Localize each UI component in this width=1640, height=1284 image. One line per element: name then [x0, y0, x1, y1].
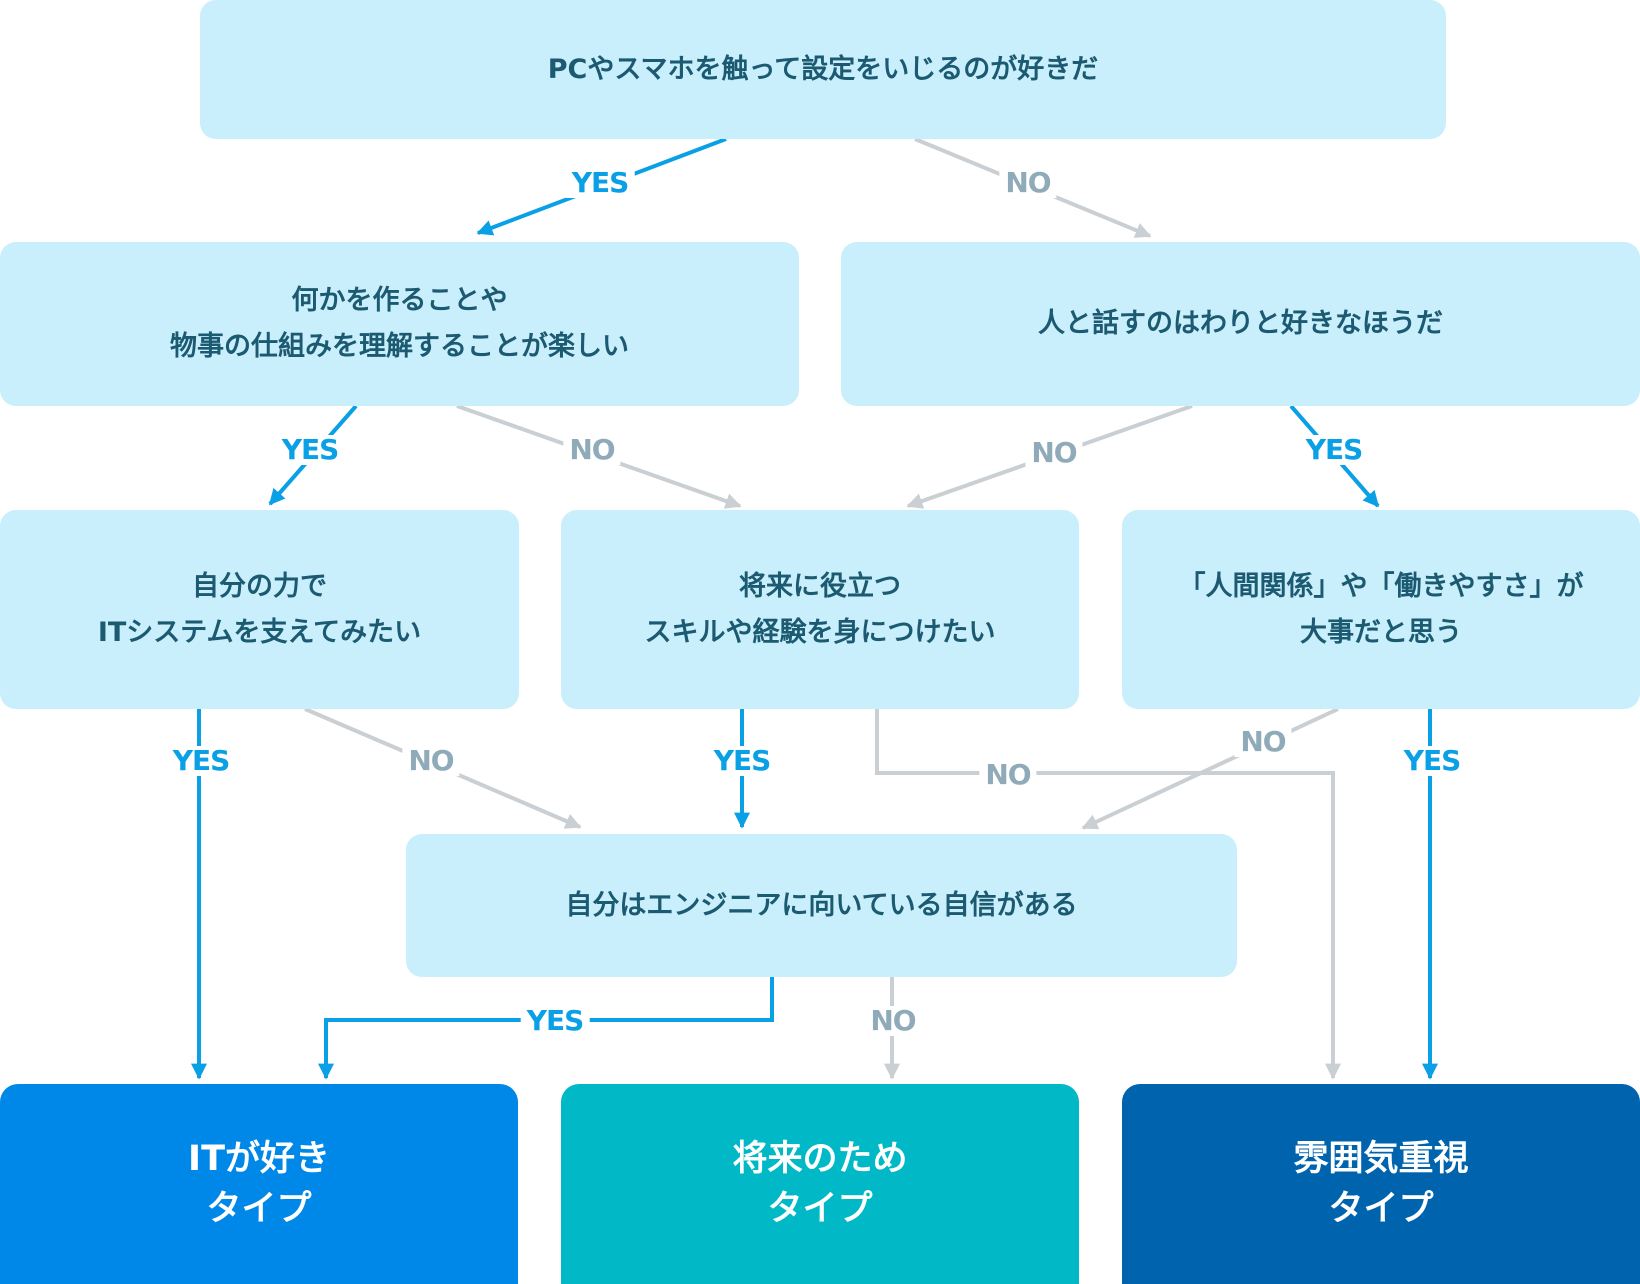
result-future-line: 将来のため [732, 1139, 908, 1179]
question-q1-line: PCやスマホを触って設定をいじるのが好きだ [547, 53, 1099, 85]
question-q5-line: スキルや経験を身につけたい [644, 616, 996, 648]
edge-label-yes: YES [707, 746, 777, 776]
question-q2: 何かを作ることや 物事の仕組みを理解することが楽しい [0, 242, 799, 406]
edge-q6-q7-no [1081, 707, 1339, 830]
question-q3: 人と話すのはわりと好きなほうだ [841, 242, 1640, 406]
edge-label-no: NO [1025, 438, 1083, 468]
edge-label-no: NO [402, 746, 460, 776]
result-it-line: ITが好き [188, 1139, 330, 1179]
question-q3-line: 人と話すのはわりと好きなほうだ [1038, 308, 1443, 339]
question-q2-line: 物事の仕組みを理解することが楽しい [170, 331, 629, 362]
result-mood-line: 雰囲気重視 [1293, 1139, 1469, 1179]
question-q6-line: 「人間関係」や「働きやすさ」が [1178, 570, 1584, 602]
result-mood-line: タイプ [1328, 1189, 1434, 1229]
question-q1: PCやスマホを触って設定をいじるのが好きだ [200, 0, 1446, 139]
edge-label-yes: YES [520, 1006, 590, 1036]
question-q2-line: 何かを作ることや [291, 285, 508, 316]
question-q4: 自分の力で ITシステムを支えてみたい [0, 510, 519, 709]
question-q6: 「人間関係」や「働きやすさ」が 大事だと思う [1122, 510, 1640, 709]
question-q7-line: 自分はエンジニアに向いている自信がある [565, 889, 1078, 921]
edge-label-no: NO [563, 435, 621, 465]
edge-label-yes: YES [565, 168, 635, 198]
question-q4-line: 自分の力で [192, 570, 327, 602]
edge-label-no: NO [864, 1006, 922, 1036]
result-future-line: タイプ [767, 1189, 873, 1229]
edge-label-no: NO [979, 760, 1037, 790]
edge-label-yes: YES [275, 435, 345, 465]
edge-label-no: NO [999, 168, 1057, 198]
edge-label-yes: YES [166, 746, 236, 776]
question-q5-line: 将来に役立つ [739, 570, 901, 602]
result-it-type: ITが好き タイプ [0, 1084, 518, 1284]
result-it-line: タイプ [206, 1189, 312, 1229]
edge-label-no: NO [1234, 727, 1292, 757]
question-q4-line: ITシステムを支えてみたい [97, 616, 422, 648]
edge-label-yes: YES [1397, 746, 1467, 776]
result-future-type: 将来のため タイプ [561, 1084, 1079, 1284]
question-q6-line: 大事だと思う [1300, 616, 1462, 648]
result-mood-type: 雰囲気重視 タイプ [1122, 1084, 1640, 1284]
question-q7: 自分はエンジニアに向いている自信がある [406, 834, 1237, 977]
question-q5: 将来に役立つ スキルや経験を身につけたい [561, 510, 1079, 709]
edge-label-yes: YES [1299, 435, 1369, 465]
edge-q5-result-mood-no [875, 709, 1341, 1080]
